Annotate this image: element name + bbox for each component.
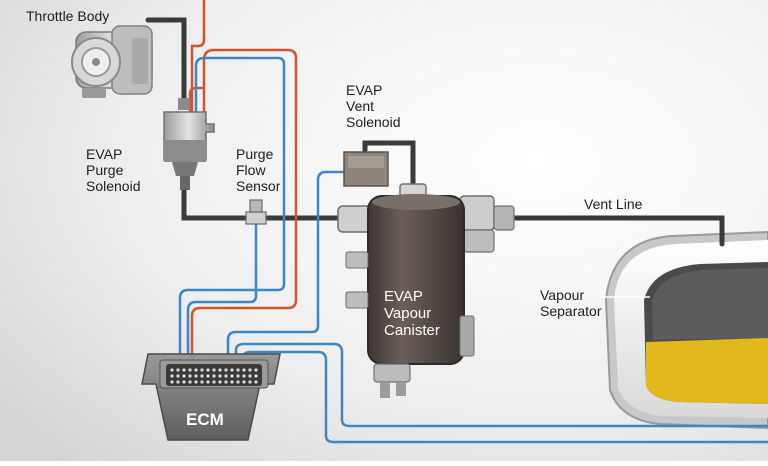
blue-wire-separator-2 (242, 350, 768, 444)
blue-wire-purge (178, 56, 286, 362)
purge-flow-sensor (245, 199, 267, 225)
blue-wire-vent (226, 170, 348, 362)
label-purge-solenoid: EVAP Purge Solenoid (86, 146, 141, 194)
label-flow-sensor-line-2: Flow (236, 162, 266, 178)
label-flow-sensor-line-1: Purge (236, 146, 274, 162)
label-vent-line: Vent Line (584, 196, 642, 212)
red-wire-top (190, 0, 206, 112)
blue-wire-flow-sensor (186, 212, 258, 362)
label-canister: EVAP Vapour Canister (384, 288, 440, 339)
signal-wires (178, 56, 768, 444)
label-canister-line-1: EVAP (384, 288, 423, 305)
label-ecm: ECM (186, 410, 224, 429)
label-throttle-body-text: Throttle Body (26, 8, 110, 24)
vapour-separator-tank (600, 230, 768, 430)
hose-vent-solenoid (362, 140, 416, 188)
purge-solenoid (163, 98, 215, 190)
label-purge-solenoid-line-2: Purge (86, 162, 124, 178)
label-throttle-body: Throttle Body (26, 8, 109, 24)
label-canister-line-3: Canister (384, 322, 440, 339)
hose-vent-line (507, 215, 725, 247)
label-purge-flow-sensor: Purge Flow Sensor (236, 146, 280, 194)
vent-solenoid (343, 151, 389, 187)
label-vent-solenoid-line-2: Vent (346, 98, 375, 114)
label-separator-line-1: Vapour (540, 287, 585, 303)
label-vent-solenoid: EVAP Vent Solenoid (346, 82, 401, 130)
label-purge-solenoid-line-3: Solenoid (86, 178, 141, 194)
evap-vapour-canister (337, 183, 515, 398)
label-vent-solenoid-line-3: Solenoid (346, 114, 401, 130)
label-vapour-separator: Vapour Separator (540, 287, 601, 319)
red-wire-loop (190, 48, 298, 362)
label-purge-solenoid-line-1: EVAP (86, 146, 123, 162)
blue-wire-separator-1 (234, 342, 768, 428)
label-flow-sensor-line-3: Sensor (236, 178, 281, 194)
ecm-unit (141, 353, 281, 441)
fuel-level (646, 338, 768, 404)
label-separator-line-2: Separator (540, 303, 602, 319)
label-canister-line-2: Vapour (384, 305, 432, 322)
label-vent-line-text: Vent Line (584, 196, 643, 212)
hose-throttle-to-purge (145, 17, 187, 103)
throttle-body (71, 25, 153, 98)
label-vent-solenoid-line-1: EVAP (346, 82, 383, 98)
